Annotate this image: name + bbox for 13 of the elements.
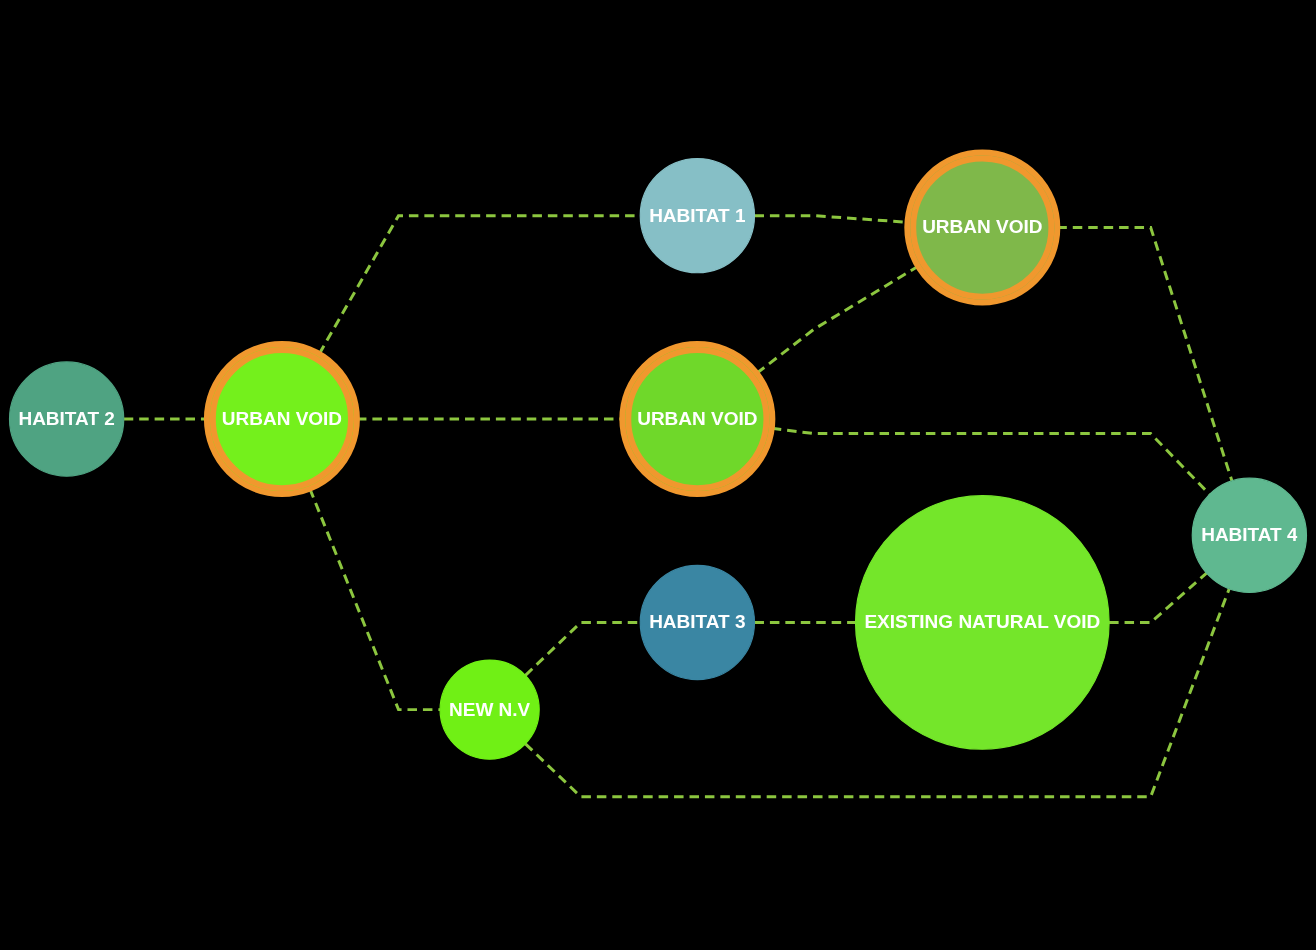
node-circle: HABITAT 3 [639,565,756,681]
node-circle: URBAN VOID [619,341,776,498]
connector [755,265,919,375]
node-circle: HABITAT 2 [8,361,125,478]
node-circle: URBAN VOID [203,341,360,498]
node-circle: HABITAT 1 [639,158,756,274]
node-circle: URBAN VOID [904,149,1061,306]
node-circle: EXISTING NATURAL VOID [854,495,1110,751]
connector [524,588,1231,799]
connector [754,621,856,625]
connector [1109,572,1208,625]
node-circle: NEW N.V [439,659,540,761]
node-circle: HABITAT 4 [1191,477,1308,594]
